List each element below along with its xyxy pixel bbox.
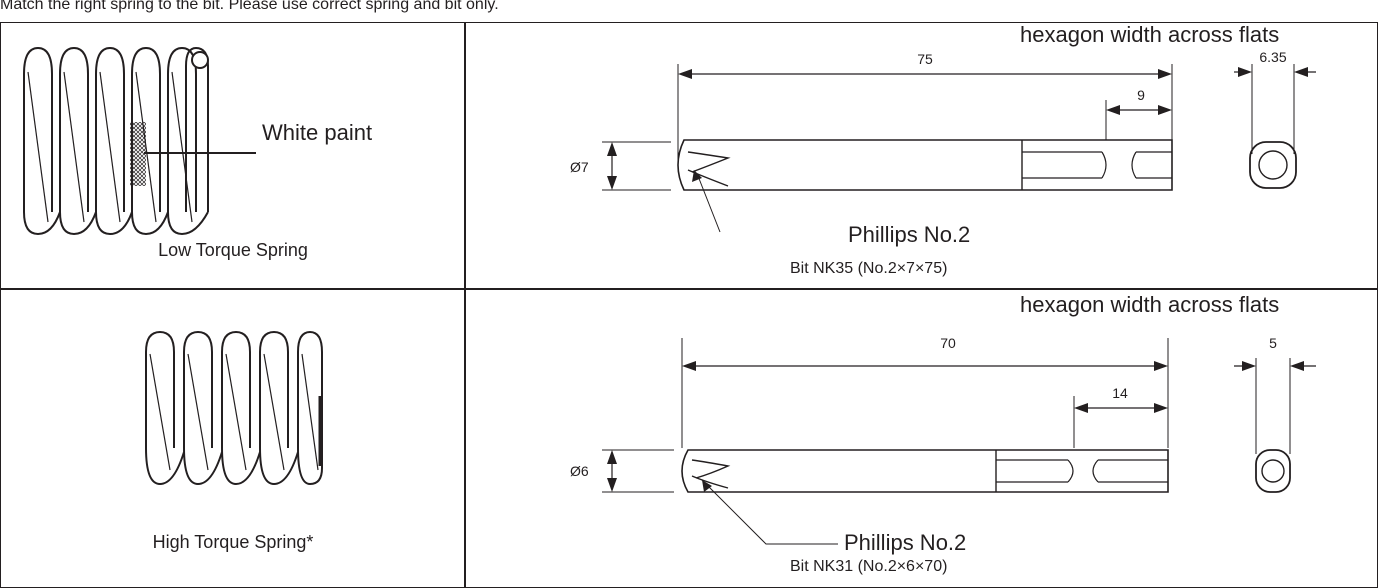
dim-hex-length-label: 9	[1137, 87, 1145, 103]
dim-hex-width-label: 6.35	[1259, 49, 1286, 65]
caption: Match the right spring to the bit. Pleas…	[0, 0, 499, 13]
bit-model-label: Bit NK35 (No.2×7×75)	[790, 260, 948, 277]
high-torque-spring-drawing	[145, 330, 323, 486]
row1-spring-cell	[0, 22, 466, 290]
bit-nk31-drawing: 70 14 Ø6 5	[570, 335, 1316, 545]
white-paint-label: White paint	[262, 120, 373, 145]
hexagon-width-label: hexagon width across flats	[1020, 22, 1280, 47]
high-torque-spring-label: High Torque Spring*	[152, 532, 314, 552]
tip-type-label: Phillips No.2	[844, 530, 967, 555]
dim-diameter-label: Ø7	[570, 159, 589, 175]
spring-bit-table: White paint Low Torque Spring	[0, 22, 1378, 588]
dim-length-label: 70	[940, 335, 956, 351]
dim-length-label: 75	[917, 51, 933, 67]
bit-model-label: Bit NK31 (No.2×6×70)	[790, 558, 948, 575]
dim-diameter-label: Ø6	[570, 463, 589, 479]
white-paint-mark	[130, 122, 146, 186]
dim-hex-width-label: 5	[1269, 335, 1277, 351]
hexagon-width-label: hexagon width across flats	[1020, 292, 1280, 317]
tip-type-label: Phillips No.2	[848, 222, 971, 247]
dim-hex-length-label: 14	[1112, 385, 1128, 401]
low-torque-spring-drawing	[23, 46, 256, 236]
bit-nk35-drawing: 75 9 Ø7 6.35	[570, 49, 1316, 233]
low-torque-spring-label: Low Torque Spring	[158, 240, 308, 260]
